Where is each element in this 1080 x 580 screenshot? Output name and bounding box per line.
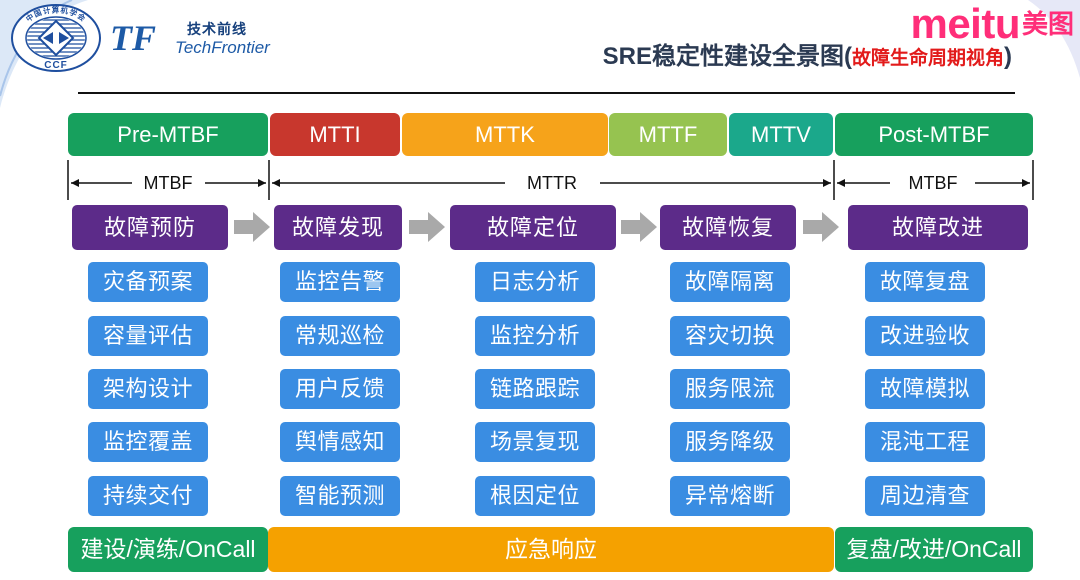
prevention-item: 架构设计: [88, 369, 208, 409]
techfrontier-name-en: TechFrontier: [175, 38, 270, 57]
localization-item: 场景复现: [475, 422, 595, 462]
slide-title-main: SRE稳定性建设全景图(: [602, 43, 852, 70]
discovery-item: 用户反馈: [280, 369, 400, 409]
meitu-logo-cn: 美图: [1021, 9, 1074, 39]
meitu-logo: meitu美图: [910, 2, 1074, 46]
recovery-item: 故障隔离: [670, 262, 790, 302]
improvement-item: 故障复盘: [865, 262, 985, 302]
localization-item: 监控分析: [475, 316, 595, 356]
prevention-item: 监控覆盖: [88, 422, 208, 462]
phase-mtti: MTTI: [270, 113, 400, 156]
span-indicators: MTBF MTTR MTBF: [67, 160, 1034, 200]
prevention-item: 容量评估: [88, 316, 208, 356]
discovery-item: 舆情感知: [280, 422, 400, 462]
improvement-item: 周边清查: [865, 476, 985, 516]
recovery-item: 容灾切换: [670, 316, 790, 356]
techfrontier-logo: TF 技术前线 TechFrontier: [110, 18, 285, 60]
prevention-item: 灾备预案: [88, 262, 208, 302]
meitu-logo-en: meitu: [910, 0, 1020, 47]
stage-fault-improvement: 故障改进: [848, 205, 1028, 250]
bottom-build-drill-oncall: 建设/演练/OnCall: [68, 527, 268, 572]
improvement-item: 故障模拟: [865, 369, 985, 409]
techfrontier-mark: TF: [110, 18, 157, 58]
stage-fault-localization: 故障定位: [450, 205, 616, 250]
slide-title: SRE稳定性建设全景图(故障生命周期视角): [603, 40, 1012, 74]
span-label-mtbf-pre: MTBF: [144, 173, 193, 193]
recovery-item: 服务降级: [670, 422, 790, 462]
slide-title-highlight: 故障生命周期视角: [851, 48, 1004, 69]
corner-swoosh-right: [1028, 0, 1080, 78]
localization-item: 日志分析: [475, 262, 595, 302]
techfrontier-name-cn: 技术前线: [187, 21, 247, 37]
discovery-item: 监控告警: [280, 262, 400, 302]
prevention-item: 持续交付: [88, 476, 208, 516]
ccf-logo: 中国计算机学会 CCF: [11, 4, 101, 72]
bottom-review-improve-oncall: 复盘/改进/OnCall: [835, 527, 1033, 572]
ccf-logo-acronym: CCF: [44, 60, 68, 71]
right-block-arrow-icon: [409, 212, 445, 242]
stage-fault-discovery: 故障发现: [274, 205, 402, 250]
phase-mttf: MTTF: [609, 113, 727, 156]
right-block-arrow-icon: [803, 212, 839, 242]
recovery-item: 服务限流: [670, 369, 790, 409]
localization-item: 根因定位: [475, 476, 595, 516]
slide-title-close: ): [1004, 43, 1012, 70]
recovery-item: 异常熔断: [670, 476, 790, 516]
span-label-mttr: MTTR: [527, 173, 577, 193]
right-block-arrow-icon: [621, 212, 657, 242]
phase-post-mtbf: Post-MTBF: [835, 113, 1033, 156]
improvement-item: 改进验收: [865, 316, 985, 356]
phase-mttk: MTTK: [402, 113, 608, 156]
improvement-item: 混沌工程: [865, 422, 985, 462]
discovery-item: 常规巡检: [280, 316, 400, 356]
phase-pre-mtbf: Pre-MTBF: [68, 113, 268, 156]
phase-mttv: MTTV: [729, 113, 833, 156]
localization-item: 链路跟踪: [475, 369, 595, 409]
right-block-arrow-icon: [234, 212, 270, 242]
span-label-mtbf-post: MTBF: [909, 173, 958, 193]
stage-fault-prevention: 故障预防: [72, 205, 228, 250]
stage-fault-recovery: 故障恢复: [660, 205, 796, 250]
discovery-item: 智能预测: [280, 476, 400, 516]
title-divider: [78, 92, 1015, 94]
bottom-emergency-response: 应急响应: [268, 527, 834, 572]
